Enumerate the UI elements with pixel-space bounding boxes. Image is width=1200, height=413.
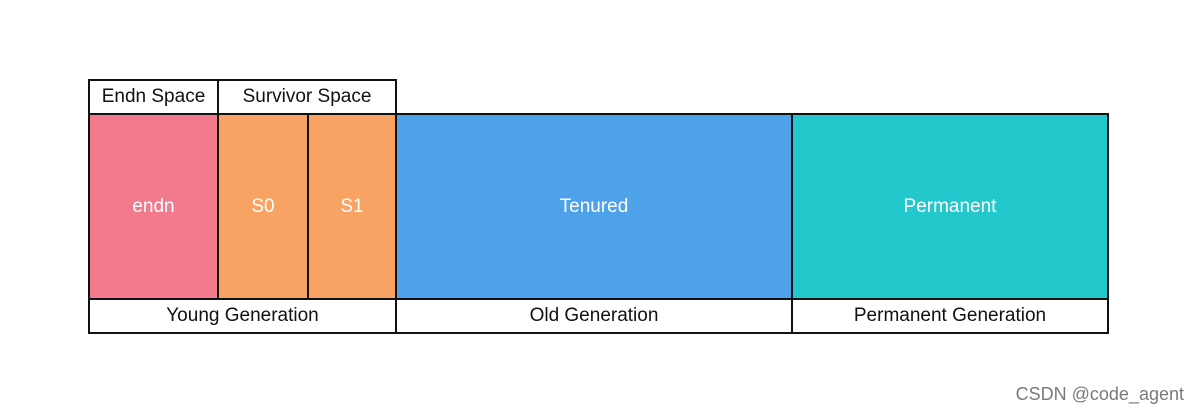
young-generation-label: Young Generation: [166, 305, 319, 326]
young-generation-label-box: Young Generation: [88, 298, 397, 334]
s0-region: S0: [217, 113, 309, 300]
permanent-generation-label-box: Permanent Generation: [791, 298, 1109, 334]
eden-space-label: Endn Space: [101, 86, 206, 107]
s1-region: S1: [307, 113, 397, 300]
eden-region: endn: [88, 113, 219, 300]
permanent-region-label: Permanent: [903, 195, 997, 217]
old-generation-label: Old Generation: [529, 305, 659, 326]
eden-space-label-box: Endn Space: [88, 79, 219, 115]
eden-region-label: endn: [132, 195, 175, 217]
watermark-text: CSDN @code_agent: [1015, 384, 1184, 404]
permanent-region: Permanent: [791, 113, 1109, 300]
s0-region-label: S0: [251, 195, 275, 217]
tenured-region: Tenured: [395, 113, 793, 300]
s1-region-label: S1: [340, 195, 364, 217]
survivor-space-label: Survivor Space: [242, 86, 372, 107]
permanent-generation-label: Permanent Generation: [853, 305, 1047, 326]
survivor-space-label-box: Survivor Space: [217, 79, 397, 115]
tenured-region-label: Tenured: [559, 195, 629, 217]
old-generation-label-box: Old Generation: [395, 298, 793, 334]
